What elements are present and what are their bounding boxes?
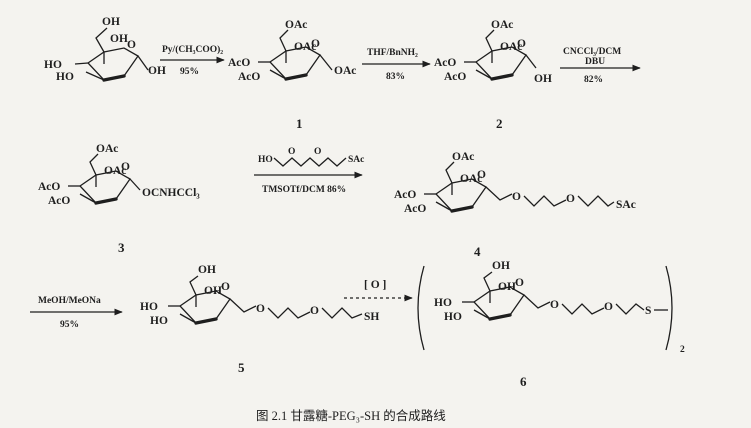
reagent-yield: 95% bbox=[180, 67, 199, 77]
label-oac: OAc bbox=[460, 173, 482, 185]
label-o: O bbox=[314, 147, 321, 157]
label-aco: AcO bbox=[444, 71, 466, 83]
label-ho: HO bbox=[140, 301, 158, 313]
reagent-oxidant: [ O ] bbox=[364, 279, 386, 291]
reaction-arrow-3: CNCCl₃/DCM DBU 82% bbox=[560, 47, 641, 85]
label-oh: OH bbox=[492, 260, 510, 272]
label-oh: OH bbox=[534, 73, 552, 85]
reagent-top: CNCCl₃/DCM bbox=[563, 47, 621, 57]
label-aco: AcO bbox=[404, 203, 426, 215]
reagent-top: THF/BnNH₂ bbox=[367, 48, 418, 58]
compound-number: 4 bbox=[474, 244, 481, 259]
compound-number: 2 bbox=[496, 116, 503, 131]
compound-1: OAc OAc O AcO AcO OAc 1 bbox=[228, 19, 356, 131]
reaction-arrow-5: MeOH/MeONa 95% bbox=[30, 296, 123, 330]
reagent-top: MeOH/MeONa bbox=[38, 296, 101, 306]
label-aco: AcO bbox=[434, 57, 456, 69]
label-o: O bbox=[566, 193, 575, 205]
label-oh: OH bbox=[498, 281, 516, 293]
label-oac: OAc bbox=[285, 19, 307, 31]
label-o-ring: O bbox=[221, 281, 230, 293]
label-aco: AcO bbox=[48, 195, 70, 207]
label-oac: OAc bbox=[452, 151, 474, 163]
reaction-arrow-1: Py/(CH₃COO)₂ 95% bbox=[160, 44, 225, 77]
label-o: O bbox=[288, 147, 295, 157]
label-ho: HO bbox=[150, 315, 168, 327]
label-o-ring: O bbox=[515, 277, 524, 289]
label-o: O bbox=[310, 305, 319, 317]
label-oac: OAc bbox=[500, 41, 522, 53]
label-oac: OAc bbox=[334, 65, 356, 77]
label-aco: AcO bbox=[38, 181, 60, 193]
compound-3: OAc OAc O AcO AcO OCNHCCl₃ 3 bbox=[38, 143, 200, 255]
label-sh: SH bbox=[364, 311, 379, 323]
label-oh: OH bbox=[204, 285, 222, 297]
compound-6: OH OH O HO HO O O S 2 6 bbox=[417, 260, 685, 389]
label-o: O bbox=[512, 191, 521, 203]
label-subscript: 2 bbox=[680, 345, 685, 355]
reaction-arrow-2: THF/BnNH₂ 83% bbox=[362, 48, 431, 82]
label-ho: HO bbox=[444, 311, 462, 323]
reaction-arrow-4: HO O O SAc TMSOTf/DCM 86% bbox=[254, 147, 364, 195]
label-o-ring: O bbox=[121, 161, 130, 173]
compound-mannose: OH OH O HO HO OH bbox=[44, 16, 166, 83]
compound-number: 1 bbox=[296, 116, 303, 131]
label-oac: OAc bbox=[104, 165, 126, 177]
reagent-yield: 95% bbox=[60, 320, 79, 330]
label-ho: HO bbox=[44, 59, 62, 71]
reagent-yield: 83% bbox=[386, 72, 405, 82]
compound-4: OAc OAc O AcO AcO O O SAc 4 bbox=[394, 151, 636, 259]
compound-number: 3 bbox=[118, 240, 125, 255]
label-o: O bbox=[256, 303, 265, 315]
compound-5: OH OH O HO HO O O SH 5 bbox=[140, 264, 379, 375]
label-s: S bbox=[645, 305, 651, 317]
reagent-yield: 82% bbox=[584, 75, 603, 85]
label-aco: AcO bbox=[238, 71, 260, 83]
label-oac: OAc bbox=[491, 19, 513, 31]
label-o-ring: O bbox=[127, 39, 136, 51]
figure-caption: 图 2.1 甘露糖-PEG₃-SH 的合成路线 bbox=[256, 408, 446, 423]
label-oac: OAc bbox=[96, 143, 118, 155]
label-ho: HO bbox=[56, 71, 74, 83]
reagent-top: HO bbox=[258, 155, 273, 165]
label-ho: HO bbox=[434, 297, 452, 309]
label-o-ring: O bbox=[517, 38, 526, 50]
label-o-ring: O bbox=[311, 38, 320, 50]
label-aco: AcO bbox=[394, 189, 416, 201]
label-o: O bbox=[550, 299, 559, 311]
label-oac: OAc bbox=[294, 41, 316, 53]
reagent-top: Py/(CH₃COO)₂ bbox=[162, 44, 223, 55]
label-o-ring: O bbox=[477, 169, 486, 181]
reagent-bottom: TMSOTf/DCM 86% bbox=[262, 185, 346, 195]
compound-number: 5 bbox=[238, 360, 245, 375]
label-oh: OH bbox=[102, 16, 120, 28]
label-o: O bbox=[604, 301, 613, 313]
reaction-arrow-6: [ O ] bbox=[344, 279, 413, 302]
label-sac: SAc bbox=[616, 199, 636, 211]
label-aco: AcO bbox=[228, 57, 250, 69]
label-trichloroacetimidate: OCNHCCl₃ bbox=[142, 187, 200, 199]
reagent-tail: SAc bbox=[348, 155, 364, 165]
label-oh: OH bbox=[110, 33, 128, 45]
compound-number: 6 bbox=[520, 374, 527, 389]
label-oh: OH bbox=[198, 264, 216, 276]
compound-2: OAc OAc O AcO AcO OH 2 bbox=[434, 19, 552, 131]
reagent-mid: DBU bbox=[585, 57, 605, 67]
label-oh: OH bbox=[148, 65, 166, 77]
